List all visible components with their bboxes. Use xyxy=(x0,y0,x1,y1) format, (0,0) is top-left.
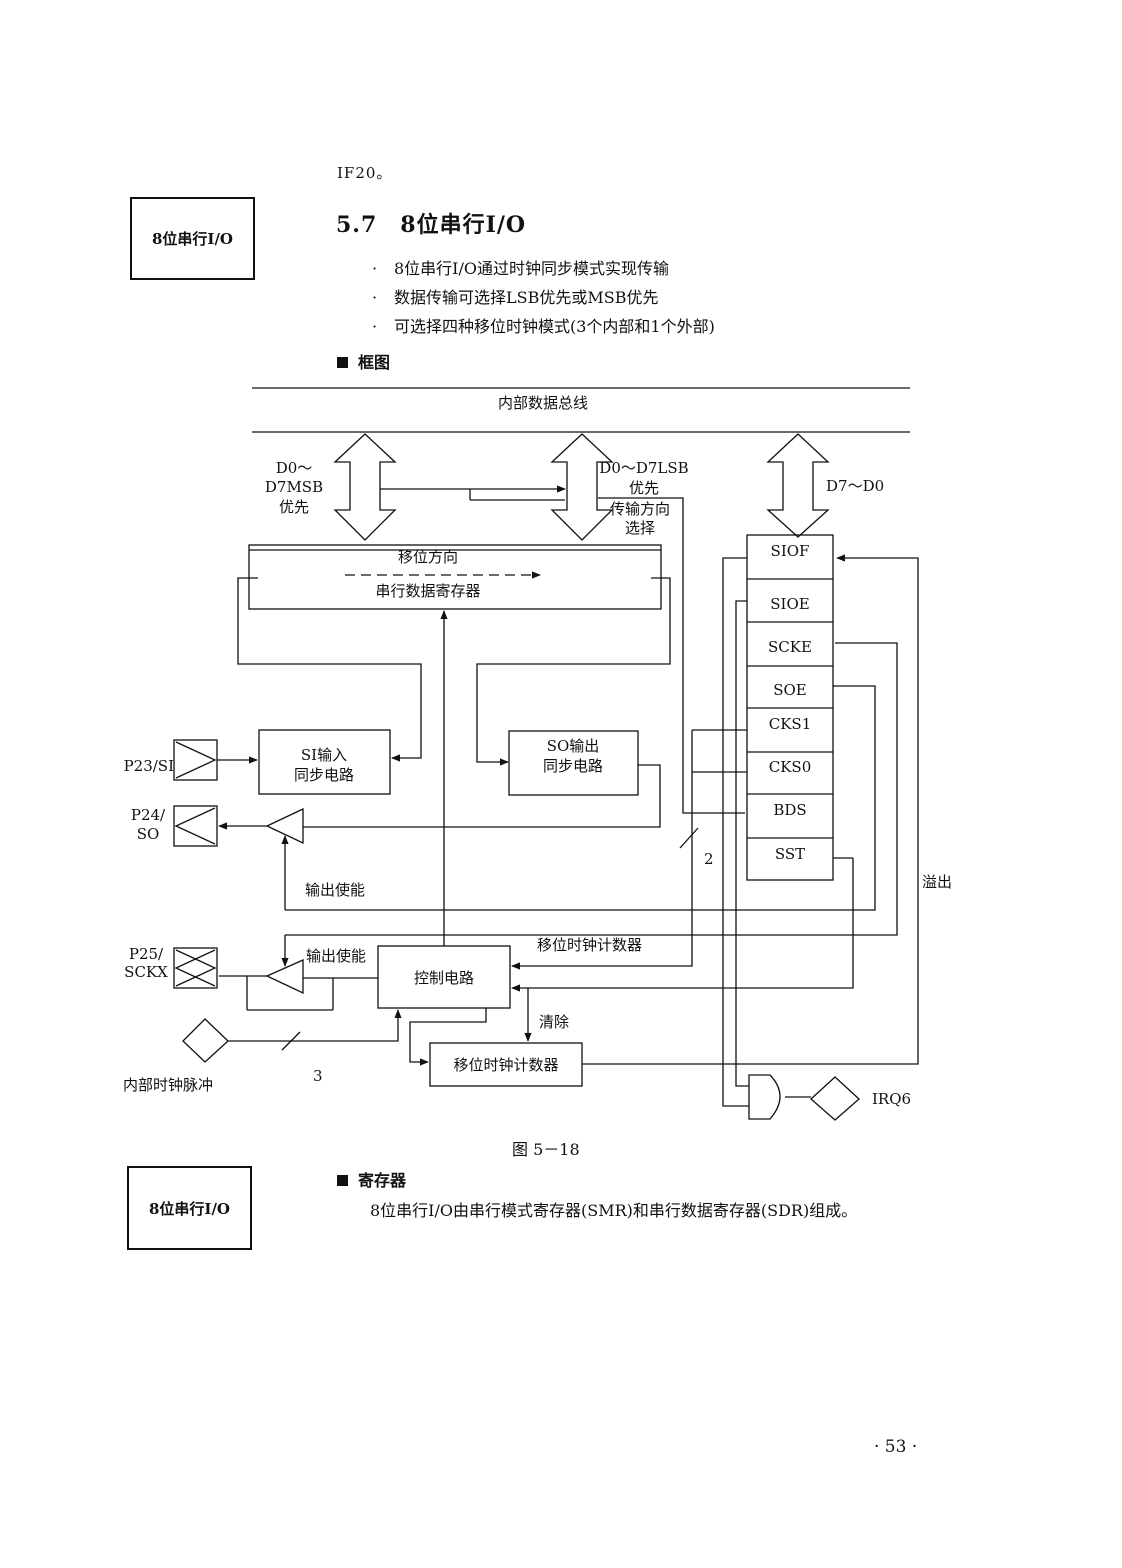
control-circuit-label: 控制电路 xyxy=(414,969,474,987)
counter-box-label: 移位时钟计数器 xyxy=(453,1056,558,1074)
msb-label: D0～ xyxy=(276,459,313,477)
si-sync-label: SI输入 xyxy=(301,746,347,764)
lsb-label: 优先 xyxy=(629,479,659,497)
bus-width-label: 3 xyxy=(313,1067,323,1085)
irq-diamond xyxy=(810,1076,860,1121)
pin-p24-label: P24/ xyxy=(131,806,166,824)
so-output-buffer xyxy=(265,807,304,845)
register-soe: SOE xyxy=(773,681,807,699)
direction-select-label: 传输方向 xyxy=(610,500,670,518)
list-item: ·8位串行I/O通过时钟同步模式实现传输 xyxy=(372,259,670,278)
register-bus-label: D7～D0 xyxy=(826,477,884,495)
register-cks0: CKS0 xyxy=(769,758,812,776)
register-cks1: CKS1 xyxy=(769,715,812,733)
serial-data-register-box xyxy=(248,544,662,610)
list-item: ·数据传输可选择LSB优先或MSB优先 xyxy=(372,288,659,307)
irq-label: IRQ6 xyxy=(872,1090,911,1108)
irq-and-gate xyxy=(748,1074,781,1120)
side-section-label: 8位串行I/O xyxy=(149,1199,230,1218)
msb-label: 优先 xyxy=(279,498,309,516)
internal-clock-label: 内部时钟脉冲 xyxy=(123,1076,213,1094)
internal-clock-diamond xyxy=(182,1018,229,1063)
bullet-dot: · xyxy=(372,259,378,278)
pin-p25-label: SCKX xyxy=(124,963,168,981)
si-sync-label: 同步电路 xyxy=(294,766,354,784)
overflow-label: 溢出 xyxy=(922,873,952,891)
square-bullet-icon xyxy=(337,1175,348,1186)
bus-width-label: 2 xyxy=(704,850,714,868)
register-sioe: SIOE xyxy=(770,595,809,613)
bus-label: 内部数据总线 xyxy=(498,394,588,412)
list-item: ·可选择四种移位时钟模式(3个内部和1个外部) xyxy=(372,317,715,336)
lsb-label: D0～D7LSB xyxy=(599,459,688,477)
shift-direction-label: 移位方向 xyxy=(398,548,458,566)
bullet-dot: · xyxy=(372,317,378,336)
register-sst: SST xyxy=(775,845,805,863)
register-bds: BDS xyxy=(773,801,806,819)
register-bus-arrow xyxy=(766,433,830,538)
pin-p25-box xyxy=(173,947,218,989)
page-number: · 53 · xyxy=(874,1437,918,1457)
sdr-label: 串行数据寄存器 xyxy=(375,582,480,600)
pin-p25-label: P25/ xyxy=(129,945,164,963)
figure-caption: 图 5－18 xyxy=(512,1140,580,1159)
feature-list: ·8位串行I/O通过时钟同步模式实现传输 ·数据传输可选择LSB优先或MSB优先… xyxy=(372,258,715,345)
clear-label: 清除 xyxy=(539,1013,569,1031)
pin-p24-box xyxy=(173,805,218,847)
previous-section-tail: IF20。 xyxy=(337,164,393,182)
output-enable-label: 输出使能 xyxy=(305,881,365,899)
bullet-dot: · xyxy=(372,288,378,307)
pin-p23-label: P23/SI xyxy=(124,757,175,775)
side-section-label-box: 8位串行I/O xyxy=(127,1166,252,1250)
registers-description: 8位串行I/O由串行模式寄存器(SMR)和串行数据寄存器(SDR)组成。 xyxy=(370,1201,858,1220)
square-bullet-icon xyxy=(337,357,348,368)
so-sync-box xyxy=(508,730,639,796)
side-section-label: 8位串行I/O xyxy=(152,230,233,248)
msb-label: D7MSB xyxy=(265,478,323,496)
register-siof: SIOF xyxy=(771,542,810,560)
so-sync-label: 同步电路 xyxy=(543,757,603,775)
msb-bus-arrow xyxy=(333,433,397,541)
block-diagram-heading: 框图 xyxy=(337,349,390,373)
output-enable-label: 输出使能 xyxy=(306,947,366,965)
shift-clock-counter-label: 移位时钟计数器 xyxy=(537,936,642,954)
direction-select-label: 选择 xyxy=(625,519,655,537)
side-section-label-box: 8位串行I/O xyxy=(130,197,255,280)
pin-p24-label: SO xyxy=(137,825,160,843)
so-sync-label: SO输出 xyxy=(547,737,600,755)
register-scke: SCKE xyxy=(768,638,812,656)
si-sync-box xyxy=(258,729,391,795)
sckx-output-buffer xyxy=(265,958,304,995)
registers-heading: 寄存器 xyxy=(337,1167,406,1191)
pin-p23-box xyxy=(173,739,218,781)
lsb-bus-arrow xyxy=(550,433,614,541)
section-title: 5.7 8位串行I/O xyxy=(336,212,527,238)
